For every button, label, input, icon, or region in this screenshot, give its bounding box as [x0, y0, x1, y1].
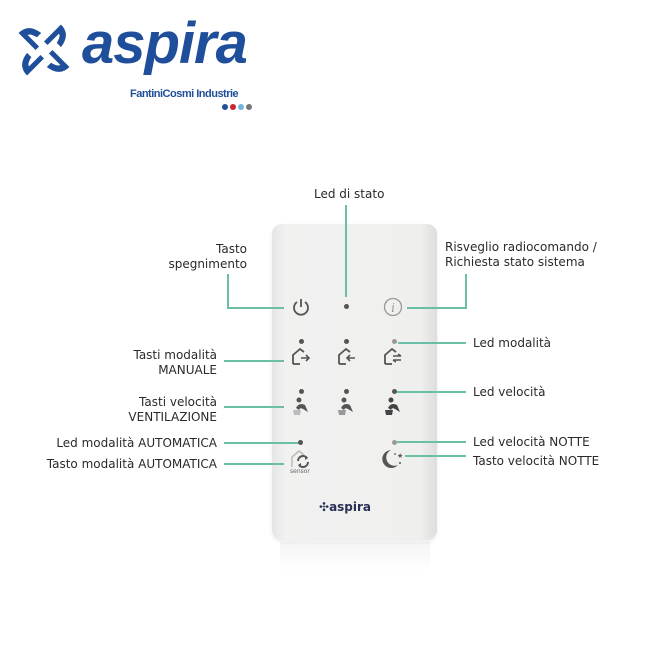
- night-speed-led: [392, 440, 397, 445]
- info-icon[interactable]: i: [383, 297, 403, 317]
- speed-led-1: [299, 389, 304, 394]
- label-led-notte: Led velocità NOTTE: [473, 435, 590, 449]
- fan-logo-icon: [18, 24, 70, 76]
- mode-led-3: [392, 339, 397, 344]
- label-risveglio: Risveglio radiocomando /Richiesta stato …: [445, 240, 597, 269]
- remote-brand-logo: ✣aspira: [319, 500, 372, 514]
- fan-speed-1-icon[interactable]: [291, 396, 311, 416]
- house-recovery-icon[interactable]: [382, 346, 404, 366]
- speed-led-3: [392, 389, 397, 394]
- fan-speed-3-icon[interactable]: [383, 396, 403, 416]
- aspira-logo: aspira FantiniCosmi Industrie: [6, 8, 266, 110]
- remote-control: [272, 224, 437, 540]
- speed-led-2: [344, 389, 349, 394]
- status-led: [344, 304, 349, 309]
- mode-led-1: [299, 339, 304, 344]
- power-icon[interactable]: [291, 297, 311, 317]
- auto-sensor-button[interactable]: sensor: [286, 449, 316, 477]
- label-led-stato: Led di stato: [314, 187, 385, 201]
- label-led-velocita: Led velocità: [473, 385, 546, 399]
- label-led-modalita: Led modalità: [473, 336, 552, 350]
- night-moon-icon[interactable]: ★: [380, 448, 404, 470]
- auto-mode-led: [298, 440, 303, 445]
- label-tasto-auto: Tasto modalità AUTOMATICA: [46, 457, 217, 471]
- sensor-label: sensor: [290, 468, 310, 475]
- sub-brand-dots: [222, 104, 252, 110]
- svg-text:★: ★: [397, 452, 403, 460]
- fan-speed-2-icon[interactable]: [336, 396, 356, 416]
- remote-reflection: [280, 542, 430, 572]
- auto-sensor-icon: [291, 450, 309, 468]
- brand-wordmark: aspira: [82, 11, 248, 76]
- label-led-auto: Led modalità AUTOMATICA: [56, 436, 217, 450]
- mode-led-2: [344, 339, 349, 344]
- label-tasto-notte: Tasto velocità NOTTE: [473, 454, 600, 468]
- svg-text:i: i: [391, 301, 395, 315]
- house-exhaust-icon[interactable]: [290, 346, 312, 366]
- house-intake-icon[interactable]: [336, 346, 358, 366]
- sub-brand: FantiniCosmi Industrie: [130, 88, 239, 100]
